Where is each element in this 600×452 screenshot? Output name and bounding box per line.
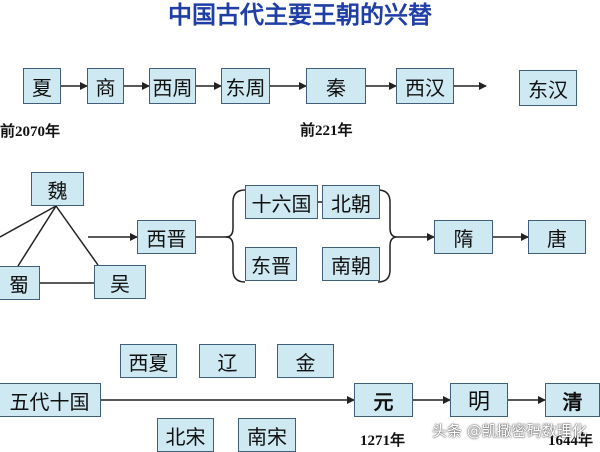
dynasty-shu: 蜀 — [0, 266, 40, 300]
dynasty-wei: 魏 — [31, 172, 84, 206]
year-1271: 1271年 — [360, 433, 406, 449]
year-2070bc: 前2070年 — [0, 124, 61, 140]
dynasty-jin: 金 — [277, 344, 334, 378]
dynasty-nanchao: 南朝 — [322, 247, 380, 281]
dynasty-xizhou: 西周 — [149, 68, 196, 104]
dynasty-tang: 唐 — [528, 220, 586, 254]
dynasty-wu: 吴 — [94, 265, 146, 299]
dynasty-liao: 辽 — [199, 344, 256, 378]
dynasty-yuan: 元 — [354, 383, 413, 417]
dynasty-qing: 清 — [545, 383, 600, 417]
dynasty-donghan: 东汉 — [519, 70, 577, 106]
dynasty-xihan: 西汉 — [396, 68, 454, 104]
dynasty-nansong: 南宋 — [238, 418, 296, 452]
line-left-wei — [0, 205, 57, 238]
dynasty-beisong: 北宋 — [157, 418, 214, 452]
line-shu-wei — [17, 205, 57, 267]
year-221bc: 前221年 — [300, 123, 353, 139]
dynasty-wudai-shiguo: 五代十国 — [0, 383, 101, 417]
dynasty-dongzhou: 东周 — [221, 68, 270, 104]
dynasty-ming: 明 — [450, 383, 508, 417]
diagram-title: 中国古代主要王朝的兴替 — [168, 1, 432, 29]
left-brace — [225, 189, 246, 283]
dynasty-xixia: 西夏 — [120, 344, 177, 378]
watermark-text: 头条 @凯撒密码数理化 — [432, 422, 587, 440]
right-brace — [377, 189, 398, 283]
dynasty-shang: 商 — [87, 68, 124, 104]
dynasty-shiliuguo: 十六国 — [245, 185, 318, 219]
dynasty-sui: 隋 — [434, 220, 493, 254]
dynasty-xijin: 西晋 — [137, 220, 196, 254]
dynasty-dongjin: 东晋 — [245, 247, 297, 281]
dynasty-qin: 秦 — [306, 68, 366, 104]
line-wei-wu — [55, 205, 99, 266]
year-1644: 1644年 — [548, 433, 594, 449]
dynasty-xia: 夏 — [23, 68, 61, 104]
dynasty-beichao: 北朝 — [322, 185, 380, 219]
